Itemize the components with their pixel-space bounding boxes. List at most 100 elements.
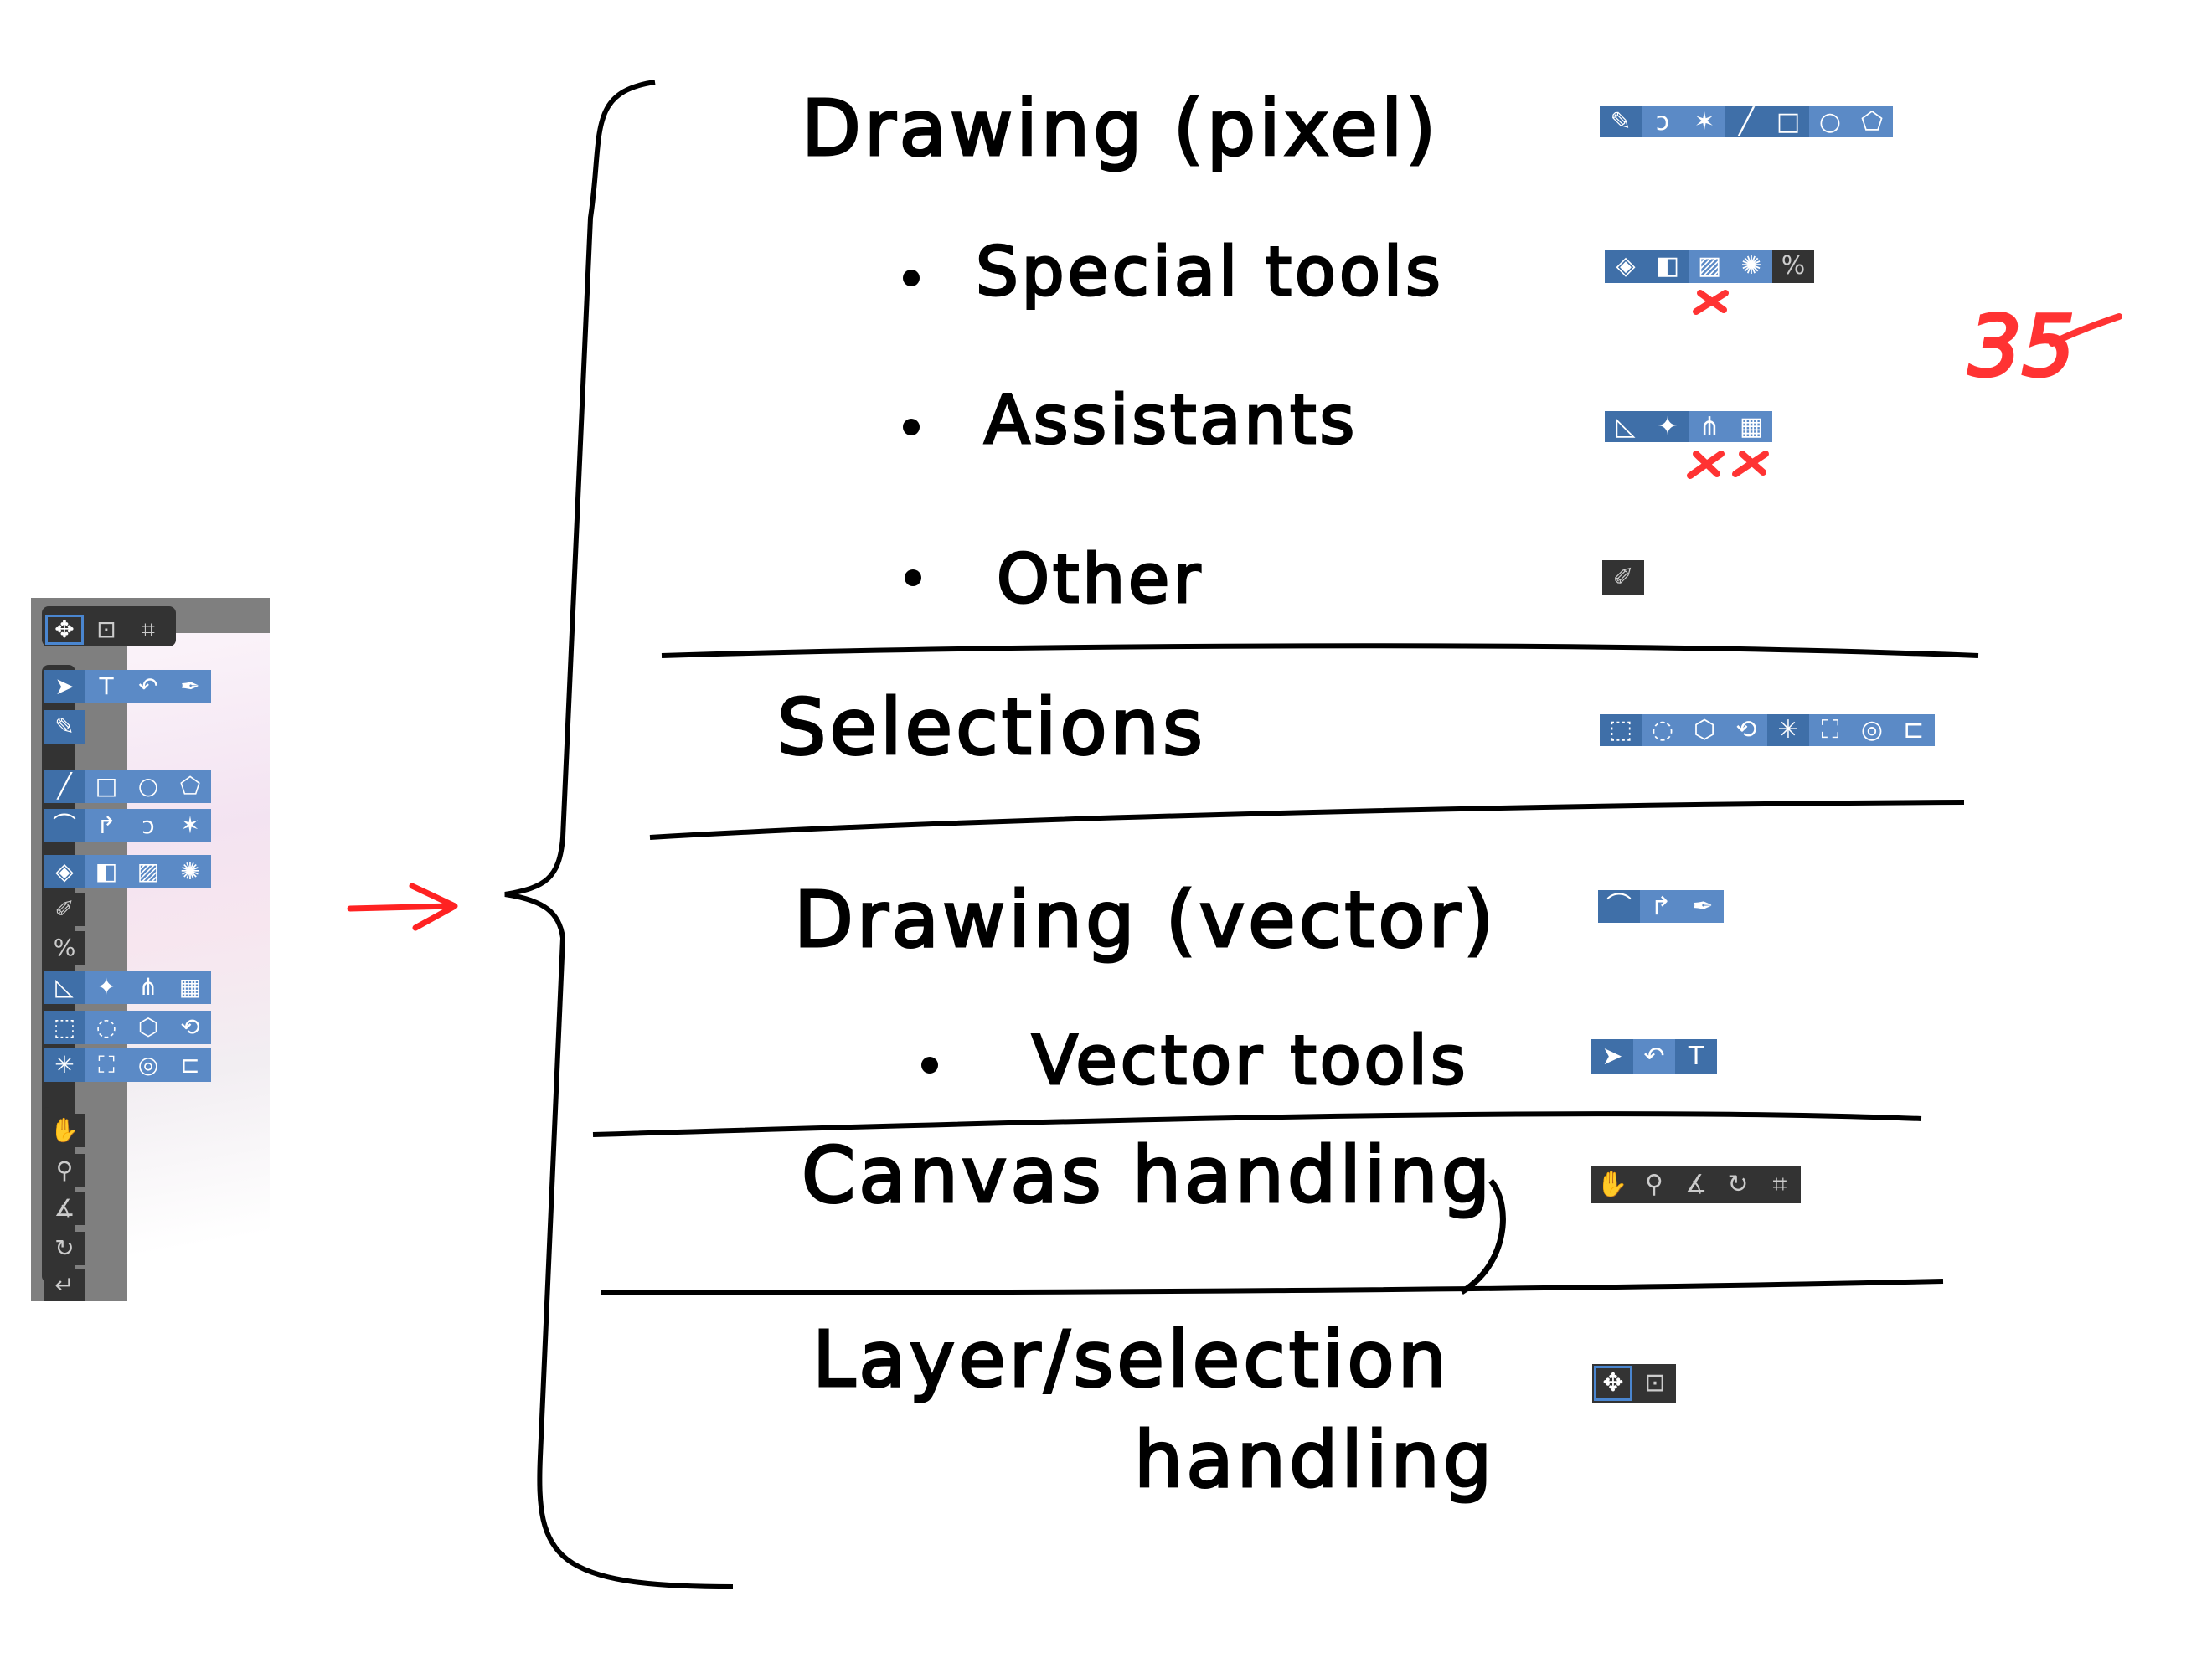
bezier-selection-icon[interactable]: ◎	[127, 1048, 169, 1082]
ellipse-icon[interactable]: ○	[1809, 106, 1851, 137]
bezier-curve-icon[interactable]: ⌒	[44, 809, 85, 842]
similar-color-selection-icon[interactable]: ⛶	[85, 1048, 127, 1082]
underline-35	[2049, 313, 2122, 347]
toolbox-row: ✳⛶◎⊏	[44, 1048, 211, 1082]
heading-drawing-pixel: Drawing (pixel)	[800, 83, 1440, 175]
crop-icon[interactable]: ⌗	[127, 613, 169, 646]
red-cross-mark	[1732, 451, 1769, 477]
divider-line	[592, 1111, 1922, 1137]
freehand-selection-icon[interactable]: ⟲	[1725, 714, 1767, 746]
return-icon[interactable]: ↵	[44, 1269, 85, 1301]
grid-icon[interactable]: ▦	[169, 971, 211, 1004]
rotate-canvas-icon[interactable]: ↻	[1717, 1166, 1759, 1203]
gradient-icon[interactable]: ◧	[85, 855, 127, 888]
polygon-selection-icon[interactable]: ⬡	[127, 1011, 169, 1044]
transform-icon[interactable]: ⊡	[1634, 1364, 1676, 1403]
rectangle-icon[interactable]: □	[1767, 106, 1809, 137]
pan-hand-icon[interactable]: ✋	[44, 1114, 85, 1147]
tool-strip-assistants: ◺✦⋔▦	[1605, 411, 1772, 442]
bezier-curve-icon[interactable]: ⌒	[1598, 890, 1640, 923]
reference-pin-icon[interactable]: ✦	[85, 971, 127, 1004]
dynamic-brush-icon[interactable]: ↄ	[127, 809, 169, 842]
ellipse-icon[interactable]: ○	[127, 770, 169, 803]
calligraphy-icon[interactable]: ✒	[1682, 890, 1724, 923]
zoom-icon[interactable]: ⚲	[44, 1154, 85, 1187]
eyedropper-icon[interactable]: ✐	[1602, 560, 1644, 595]
freehand-brush-icon[interactable]: ✎	[44, 710, 85, 744]
text-icon[interactable]: T	[1675, 1039, 1717, 1074]
toolbox-row: ⚲	[44, 1154, 85, 1187]
freehand-selection-icon[interactable]: ⟲	[169, 1011, 211, 1044]
rectangle-icon[interactable]: □	[85, 770, 127, 803]
perspective-grid-icon[interactable]: ⋔	[127, 971, 169, 1004]
assistant-icon[interactable]: ◺	[1605, 411, 1647, 442]
toolbox-row: ◈◧▨✺	[44, 855, 211, 888]
tool-strip-vector-tools: ➤↶T	[1591, 1039, 1717, 1074]
bezier-selection-icon[interactable]: ◎	[1851, 714, 1893, 746]
colorize-mask-icon[interactable]: %	[44, 931, 85, 965]
reference-pin-icon[interactable]: ✦	[1647, 411, 1689, 442]
edit-shapes-icon[interactable]: ↶	[1633, 1039, 1675, 1074]
colorize-mask-icon[interactable]: %	[1772, 250, 1814, 283]
calligraphy-icon[interactable]: ✒	[169, 670, 211, 703]
perspective-grid-icon[interactable]: ⋔	[1689, 411, 1730, 442]
freehand-path-icon[interactable]: ↱	[85, 809, 127, 842]
heading-other: Other	[995, 539, 1204, 620]
rect-selection-icon[interactable]: ⬚	[1600, 714, 1642, 746]
magic-wand-icon[interactable]: ✳	[44, 1048, 85, 1082]
smart-patch-icon[interactable]: ✺	[1730, 250, 1772, 283]
bullet	[921, 1057, 938, 1074]
dynamic-brush-icon[interactable]: ↄ	[1642, 106, 1683, 137]
magnetic-selection-icon[interactable]: ⊏	[1893, 714, 1935, 746]
measure-icon[interactable]: ∡	[44, 1192, 85, 1225]
handling-tail-stroke	[1460, 1178, 1506, 1295]
gradient-icon[interactable]: ◧	[1647, 250, 1689, 283]
zoom-icon[interactable]: ⚲	[1633, 1166, 1675, 1203]
line-icon[interactable]: ╱	[1725, 106, 1767, 137]
polygon-selection-icon[interactable]: ⬡	[1683, 714, 1725, 746]
toolbox-row: ╱□○⬠	[44, 770, 211, 803]
multibrush-icon[interactable]: ✶	[1683, 106, 1725, 137]
tool-strip-other: ✐	[1602, 560, 1644, 595]
rect-selection-icon[interactable]: ⬚	[44, 1011, 85, 1044]
line-icon[interactable]: ╱	[44, 770, 85, 803]
smart-patch-icon[interactable]: ✺	[169, 855, 211, 888]
fill-icon[interactable]: ◈	[44, 855, 85, 888]
crop-icon[interactable]: ⌗	[1759, 1166, 1801, 1203]
rotate-canvas-icon[interactable]: ↻	[44, 1232, 85, 1265]
multibrush-icon[interactable]: ✶	[169, 809, 211, 842]
select-shapes-icon[interactable]: ➤	[1591, 1039, 1633, 1074]
freehand-brush-icon[interactable]: ✎	[1600, 106, 1642, 137]
magic-wand-icon[interactable]: ✳	[1767, 714, 1809, 746]
ellipse-selection-icon[interactable]: ◌	[1642, 714, 1683, 746]
pattern-icon[interactable]: ▨	[127, 855, 169, 888]
eyedropper-icon[interactable]: ✐	[44, 893, 85, 926]
heading-assistants: Assistants	[982, 380, 1359, 461]
magnetic-selection-icon[interactable]: ⊏	[169, 1048, 211, 1082]
toolbox-row: %	[44, 931, 85, 965]
assistant-icon[interactable]: ◺	[44, 971, 85, 1004]
polygon-icon[interactable]: ⬠	[169, 770, 211, 803]
pattern-icon[interactable]: ▨	[1689, 250, 1730, 283]
krita-toolbox: ✥⊡⌗ ➤T↶✒ ✎ ╱□○⬠ ⌒↱ↄ✶ ◈◧▨✺ ✐% ◺✦⋔▦ ⬚◌⬡⟲ ✳⛶◎⊏ ✋ ⚲ ∡ ↻ ↵	[31, 598, 270, 1301]
freehand-path-icon[interactable]: ↱	[1640, 890, 1682, 923]
transform-icon[interactable]: ⊡	[85, 613, 127, 646]
measure-icon[interactable]: ∡	[1675, 1166, 1717, 1203]
ellipse-selection-icon[interactable]: ◌	[85, 1011, 127, 1044]
move-icon[interactable]: ✥	[44, 613, 85, 646]
toolbox-row: ✎	[44, 710, 85, 744]
pan-hand-icon[interactable]: ✋	[1591, 1166, 1633, 1203]
move-icon[interactable]: ✥	[1592, 1364, 1634, 1403]
tool-strip-selections: ⬚◌⬡⟲✳⛶◎⊏	[1600, 714, 1935, 746]
similar-color-selection-icon[interactable]: ⛶	[1809, 714, 1851, 746]
text-icon[interactable]: T	[85, 670, 127, 703]
polygon-icon[interactable]: ⬠	[1851, 106, 1893, 137]
fill-icon[interactable]: ◈	[1605, 250, 1647, 283]
edit-shapes-icon[interactable]: ↶	[127, 670, 169, 703]
red-arrow	[347, 883, 458, 931]
red-count-annotation: 35	[1967, 296, 2076, 397]
grid-icon[interactable]: ▦	[1730, 411, 1772, 442]
toolbox-row: ➤T↶✒	[44, 670, 211, 703]
tool-strip-pixel: ✎ↄ✶╱□○⬠	[1600, 106, 1893, 137]
select-shapes-icon[interactable]: ➤	[44, 670, 85, 703]
